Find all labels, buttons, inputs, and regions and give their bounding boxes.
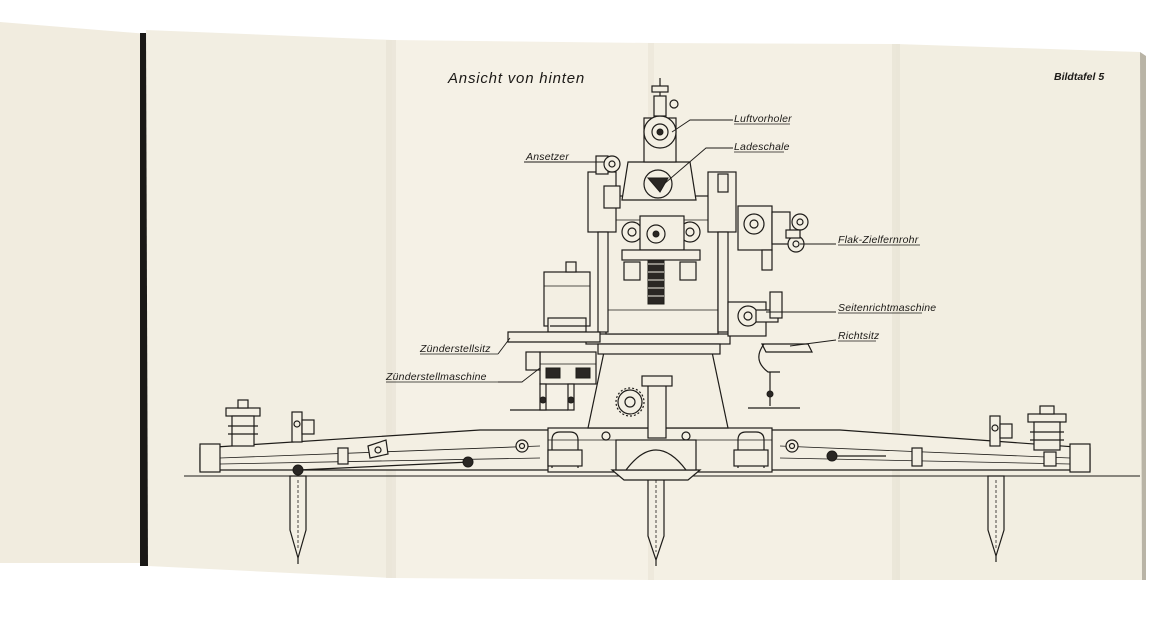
leader-luftvorholer (671, 119, 733, 133)
leader-zuenderstellmaschine (498, 367, 541, 383)
label-ladeschale: Ladeschale (734, 141, 790, 153)
part-labels: Luftvorholer Ladeschale Ansetzer Flak-Zi… (385, 113, 936, 383)
pedestal (587, 351, 729, 481)
left-lifting-ring (551, 431, 579, 468)
center-right-bolt (681, 431, 691, 441)
paper-panel-1 (0, 22, 150, 563)
leader-richtsitz (789, 339, 837, 347)
leader-ladeschale (663, 147, 733, 185)
traverse-mechanism (727, 291, 813, 409)
label-flak-zielfernrohr: Flak-Zielfernrohr (838, 234, 919, 246)
cruciform-base (199, 427, 1091, 476)
left-end-block (199, 443, 221, 473)
aa-telescope (737, 205, 809, 271)
center-left-bolt (601, 431, 611, 441)
label-zuenderstellsitz: Zünderstellsitz (419, 343, 491, 355)
plate-number-label: Bildtafel 5 (1054, 71, 1104, 83)
label-richtsitz: Richtsitz (838, 330, 880, 342)
label-seitenrichtmaschine: Seitenrichtmaschine (838, 302, 936, 314)
pedestal-foot (610, 469, 702, 481)
traverse-gear (617, 389, 643, 415)
right-leveling-jack (989, 405, 1067, 467)
layer-seat (761, 343, 813, 353)
left-stake (289, 475, 307, 564)
paper-panel-2 (146, 30, 392, 578)
plate-title: Ansicht von hinten (447, 70, 585, 87)
right-stake (987, 475, 1005, 562)
fuze-setter (507, 261, 601, 411)
left-leveling-jack (225, 399, 315, 447)
fuze-setter-seat (507, 331, 601, 343)
right-end-block (1069, 443, 1091, 473)
leader-zuenderstellsitz (497, 337, 511, 355)
right-edge-shadow (1140, 52, 1146, 580)
right-lifting-ring (737, 431, 765, 468)
carriage-top-plate (585, 333, 731, 345)
fold-shade-3 (892, 44, 900, 580)
label-ansetzer: Ansetzer (525, 151, 569, 163)
ground-stakes (289, 475, 1005, 566)
label-luftvorholer: Luftvorholer (734, 113, 792, 125)
pedestal-post (647, 381, 667, 439)
right-bolt-circle (785, 439, 799, 453)
label-zuenderstellmaschine: Zünderstellmaschine (385, 371, 487, 383)
left-linkage-arm (297, 461, 471, 471)
fold-shade-1 (386, 40, 396, 578)
upper-carriage (585, 78, 737, 355)
left-bolt-circle (515, 439, 529, 453)
